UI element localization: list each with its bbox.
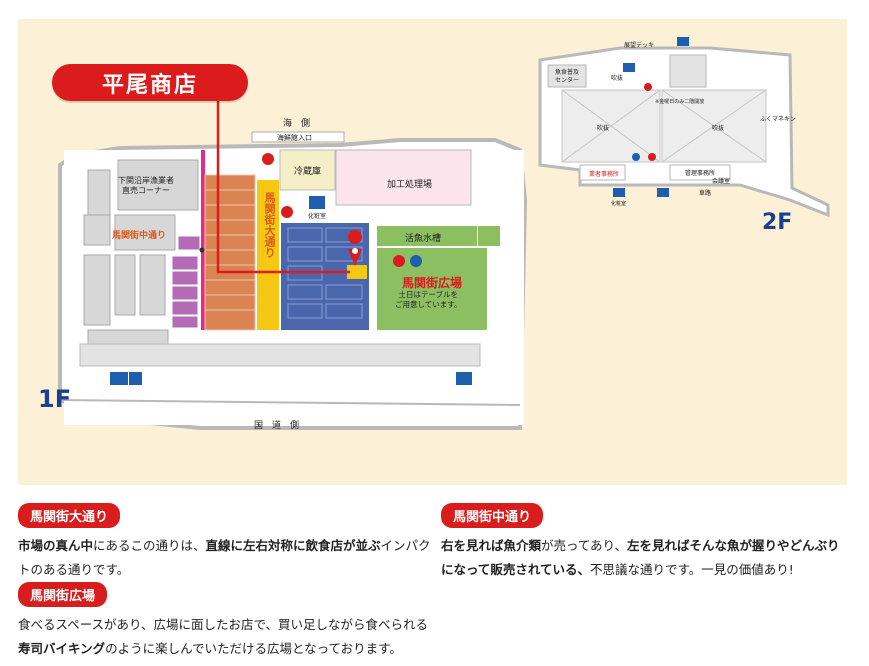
processing-plant-label: 加工処理場 <box>387 180 433 190</box>
passage-label: 車路 <box>699 190 712 197</box>
middle-street-description: 右を見れば魚介類が売ってあり、左を見ればそんな魚が握りやどんぶりになって販売され… <box>441 538 840 577</box>
middle-street-section: 馬関街中通り 右を見れば魚介類が売ってあり、左を見ればそんな魚が握りやどんぶりに… <box>441 503 846 582</box>
store-location-pin <box>348 229 363 266</box>
tenant-office-label: 業者事務所 <box>589 171 620 178</box>
admin-office-label: 管理事務所 <box>685 170 716 177</box>
main-street-tag: 馬関街大通り <box>18 503 121 528</box>
floor-2f-label: 2F <box>762 210 793 235</box>
plaza-section: 馬関街広場 食べるスペースがあり、広場に面したお店で、買い足しながら食べられる寿… <box>18 582 438 661</box>
food-center-label: 魚食普及 センター <box>555 69 580 84</box>
atrium-1-label: 吹抜 <box>611 75 624 82</box>
live-fish-tank-label: 活魚水槽 <box>405 234 442 244</box>
store-name-badge: 平尾商店 <box>52 64 248 101</box>
observation-deck-label: 展望デッキ <box>624 42 655 49</box>
floor-1f-map <box>58 101 528 430</box>
road-side-label: 国 道 側 <box>254 421 300 431</box>
atrium-2-label: 吹抜 <box>597 125 610 132</box>
fuku-mannequin-label: ふくマネキン <box>760 116 796 123</box>
floor-1f-label: 1F <box>38 385 72 413</box>
atrium-3-label: 吹抜 <box>712 125 725 132</box>
second-floor-note: ※金曜日のみ二階開放 <box>655 99 705 105</box>
restroom-icon <box>110 196 472 385</box>
cold-storage-label: 冷蔵庫 <box>294 167 322 177</box>
plaza-note: 土日はテーブルを ご用意しています。 <box>395 290 462 309</box>
restroom-label: 化粧室 <box>308 213 327 220</box>
floor-map <box>58 37 830 430</box>
meeting-room-label: 会議室 <box>712 178 731 185</box>
restroom-2f-label: 化粧室 <box>611 201 627 207</box>
local-fishers-corner-label: 下関沿岸漁業者 直売コーナー <box>118 176 174 195</box>
main-street-description: 市場の真ん中にあるこの通りは、直線に左右対称に飲食店が並ぶインパクトのある通りで… <box>18 538 431 577</box>
floor-2f-map <box>538 37 830 218</box>
middle-street-label: 馬関街中通り <box>112 231 167 241</box>
plaza-label: 馬関街広場 <box>402 276 463 290</box>
plaza-description: 食べるスペースがあり、広場に面したお店で、買い足しながら食べられる寿司バイキング… <box>18 617 429 656</box>
plaza-tag: 馬関街広場 <box>18 582 108 607</box>
main-street-section: 馬関街大通り 市場の真ん中にあるこの通りは、直線に左右対称に飲食店が並ぶインパク… <box>18 503 438 582</box>
middle-street-tag: 馬関街中通り <box>441 503 544 528</box>
fish-market-entrance-label: 海鮮館入口 <box>277 134 312 142</box>
main-street-label: 馬関街大通り <box>263 192 276 258</box>
sea-side-label: 海 側 <box>283 119 311 129</box>
